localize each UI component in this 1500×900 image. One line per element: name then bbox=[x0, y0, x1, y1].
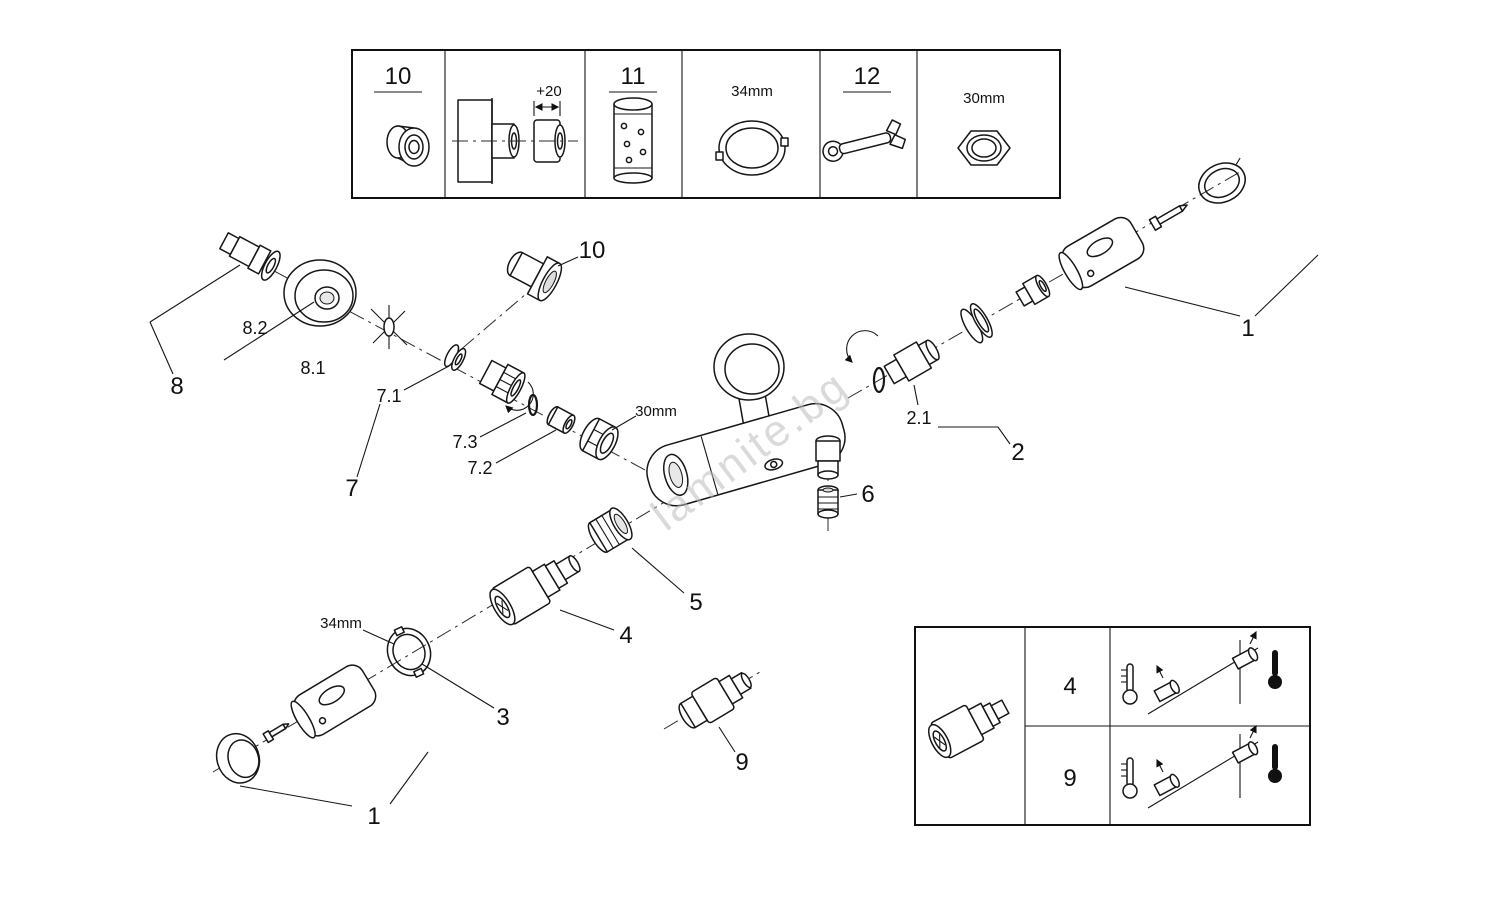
legend-frame bbox=[351, 49, 1061, 199]
part-1-cap bbox=[215, 732, 261, 784]
wall-install-icon bbox=[452, 98, 578, 184]
part-10-adapter bbox=[506, 251, 563, 302]
part-7-3-oring bbox=[527, 393, 539, 417]
legend-label-10: 10 bbox=[385, 63, 412, 90]
callout-34mm: 34mm bbox=[320, 615, 362, 632]
mixer-body bbox=[646, 402, 846, 507]
adjust-row4-graphic bbox=[1121, 630, 1282, 715]
part-1-housing-right bbox=[1058, 216, 1145, 291]
part-9-thermostat bbox=[678, 671, 752, 729]
callout-7: 7 bbox=[345, 475, 358, 502]
thermometer-outline-icon bbox=[1121, 663, 1138, 705]
adjust-row9-graphic bbox=[1121, 724, 1282, 809]
part-screw-left bbox=[262, 723, 290, 744]
part-1-housing-left bbox=[290, 664, 377, 739]
part-trim-ring-right bbox=[1198, 157, 1246, 220]
install-dimension: +20 bbox=[536, 83, 561, 100]
callout-8-2: 8.2 bbox=[242, 318, 267, 338]
part-5-collar bbox=[587, 507, 633, 553]
callout-2-1: 2.1 bbox=[906, 408, 931, 428]
callout-7-2: 7.2 bbox=[467, 458, 492, 478]
part-7-fitting bbox=[478, 359, 526, 404]
callout-8: 8 bbox=[170, 373, 183, 400]
fitting-icon bbox=[1153, 773, 1180, 797]
thermostat-thumbnail bbox=[927, 699, 1010, 759]
wrench-icon bbox=[822, 119, 907, 162]
callout-4: 4 bbox=[619, 622, 632, 649]
body-wall-flange bbox=[713, 333, 785, 428]
callout-9: 9 bbox=[735, 749, 748, 776]
part-screw-right bbox=[1148, 204, 1188, 231]
callout-5: 5 bbox=[689, 589, 702, 616]
legend-label-12: 12 bbox=[854, 63, 881, 90]
part-4-thermostat bbox=[489, 555, 581, 626]
callout-7-1: 7.1 bbox=[376, 386, 401, 406]
exploded-parts bbox=[215, 157, 1246, 784]
part-8-nipple bbox=[219, 232, 281, 281]
nut-30-icon bbox=[957, 130, 1011, 166]
thermometer-filled-icon bbox=[1268, 650, 1282, 689]
part-strainer bbox=[960, 303, 993, 344]
part-34mm-ring bbox=[386, 625, 432, 679]
axis-lower-left-chain bbox=[212, 499, 669, 773]
adjust-row9-label: 9 bbox=[1063, 765, 1076, 792]
nut-dimension: 30mm bbox=[963, 90, 1005, 107]
callout-1-left: 1 bbox=[367, 803, 380, 830]
adjust-row4-label: 4 bbox=[1063, 673, 1076, 700]
part-7-1-washer bbox=[443, 344, 467, 371]
fitting-icon bbox=[1231, 741, 1259, 764]
ring-dimension: 34mm bbox=[731, 83, 773, 100]
callout-7-3: 7.3 bbox=[452, 432, 477, 452]
thermometer-filled-icon bbox=[1268, 744, 1282, 783]
part-6-adapter bbox=[817, 485, 839, 519]
part-2-1-cartridge bbox=[883, 339, 940, 385]
top-legend-panel: 10 +20 11 bbox=[351, 49, 1061, 199]
seal-star-symbol bbox=[370, 305, 408, 349]
adapter-part-icon bbox=[386, 125, 430, 167]
ring-34-icon bbox=[715, 120, 789, 176]
part-8-escutcheon bbox=[283, 259, 357, 327]
callout-30mm: 30mm bbox=[635, 403, 677, 420]
cartridge-tool-icon bbox=[613, 97, 653, 184]
part-7-2-sleeve bbox=[546, 405, 576, 435]
axis-part-10 bbox=[457, 281, 541, 353]
callout-8-1: 8.1 bbox=[300, 358, 325, 378]
callout-2: 2 bbox=[1011, 439, 1024, 466]
temperature-adjust-panel: 4 9 bbox=[914, 626, 1311, 826]
thermometer-outline-icon bbox=[1121, 757, 1138, 799]
callout-1-right: 1 bbox=[1241, 315, 1254, 342]
part-30mm-nut bbox=[579, 417, 619, 461]
part-2-oring bbox=[872, 366, 886, 394]
part-small-fitting bbox=[1015, 274, 1051, 307]
callout-6: 6 bbox=[861, 481, 874, 508]
rotation-arrow-right-icon bbox=[844, 330, 879, 363]
callout-labels: 10 8.2 8.1 8 7.1 30mm 7.3 7.2 7 6 2.1 2 … bbox=[170, 237, 1254, 830]
legend-label-11: 11 bbox=[621, 63, 646, 90]
fitting-icon bbox=[1153, 679, 1180, 703]
fitting-icon bbox=[1231, 647, 1259, 670]
callout-3: 3 bbox=[496, 704, 509, 731]
leader-lines bbox=[149, 254, 1319, 807]
callout-10: 10 bbox=[579, 237, 606, 264]
body-outlet bbox=[815, 435, 841, 480]
